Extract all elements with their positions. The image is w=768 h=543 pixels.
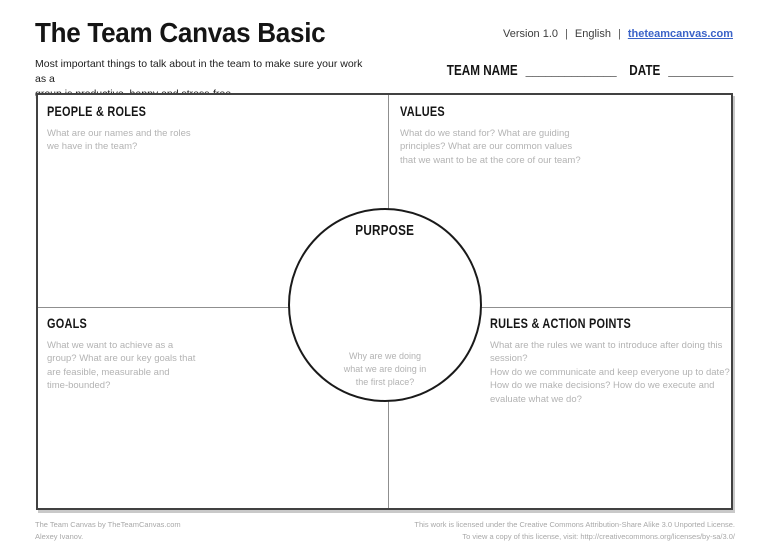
values-hint: What do we stand for? What are guiding p… (400, 128, 581, 166)
footer-credit-line1: The Team Canvas by TheTeamCanvas.com (35, 520, 181, 529)
page-title-text: The Team Canvas Basic (35, 17, 326, 48)
rules-heading-text: RULES & ACTION POINTS (490, 315, 632, 331)
footer-license-line2: To view a copy of this license, visit: h… (462, 531, 735, 541)
footer-license: This work is licensed under the Creative… (414, 519, 735, 542)
team-name-label: TEAM NAME (446, 62, 518, 79)
section-rules-action-points: RULES & ACTION POINTS What are the rules… (490, 315, 733, 406)
people-roles-heading-text: PEOPLE & ROLES (47, 103, 147, 119)
section-goals: GOALS What we want to achieve as a group… (47, 315, 347, 393)
values-heading: VALUES (400, 103, 730, 119)
team-name-blank-line: ______________ (525, 62, 617, 79)
purpose-heading-text: PURPOSE (355, 222, 415, 239)
rules-hint: What are the rules we want to introduce … (490, 340, 730, 405)
meta-separator: | (565, 28, 568, 40)
language-label: English (574, 28, 611, 40)
canvas-grid: PEOPLE & ROLES What are our names and th… (36, 93, 733, 510)
team-name-date-row: TEAM NAME ______________ DATE __________ (446, 62, 733, 79)
people-roles-heading: PEOPLE & ROLES (47, 103, 347, 119)
footer-credit-line2: Alexey Ivanov. (35, 531, 84, 541)
goals-heading-text: GOALS (47, 315, 87, 331)
footer-credit: The Team Canvas by TheTeamCanvas.com Ale… (35, 519, 181, 542)
date-label: DATE (628, 62, 660, 79)
version-info: Version 1.0 | English | theteamcanvas.co… (503, 28, 733, 40)
rules-heading: RULES & ACTION POINTS (490, 315, 733, 331)
date-blank-line: __________ (667, 62, 733, 79)
site-link[interactable]: theteamcanvas.com (627, 28, 733, 40)
goals-hint: What we want to achieve as a group? What… (47, 340, 196, 392)
section-values: VALUES What do we stand for? What are gu… (400, 103, 730, 167)
purpose-circle: PURPOSE Why are we doing what we are doi… (288, 208, 482, 402)
goals-heading: GOALS (47, 315, 347, 331)
people-roles-hint: What are our names and the roles we have… (47, 128, 191, 153)
purpose-heading: PURPOSE (290, 222, 480, 239)
version-label: Version 1.0 (502, 28, 559, 40)
purpose-hint: Why are we doing what we are doing in th… (343, 350, 427, 387)
meta-separator: | (617, 28, 621, 40)
values-heading-text: VALUES (400, 103, 445, 119)
page-title: The Team Canvas Basic (35, 17, 347, 49)
footer-license-line1: This work is licensed under the Creative… (414, 520, 735, 529)
section-people-roles: PEOPLE & ROLES What are our names and th… (47, 103, 347, 154)
